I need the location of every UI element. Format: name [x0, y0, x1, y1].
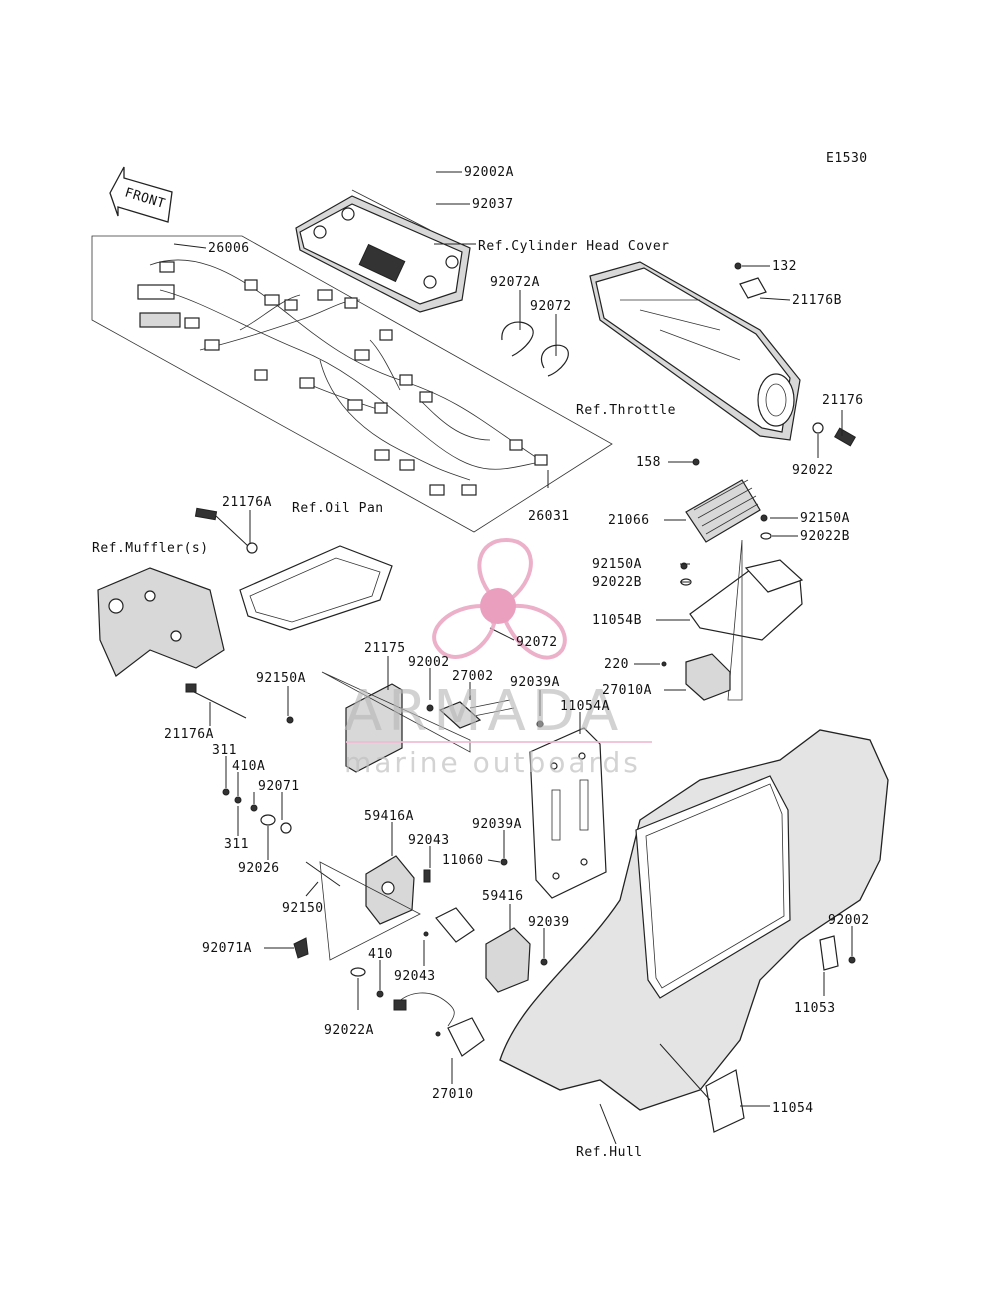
cylinder-head-cover [295, 189, 471, 313]
part-label-410: 410 [368, 947, 393, 962]
part-label-26006: 26006 [208, 241, 250, 256]
part-label-27002: 27002 [452, 669, 494, 684]
part-label-92071a: 92071A [202, 941, 252, 956]
throttle-body [589, 261, 801, 441]
part-label-21176b: 21176B [792, 293, 842, 308]
part-label-21175: 21175 [364, 641, 406, 656]
part-label-92022b-left: 92022B [592, 575, 642, 590]
part-label-92002-right: 92002 [828, 913, 870, 928]
part-label-92002a: 92002A [464, 165, 514, 180]
diagram-code: E1530 [826, 151, 868, 166]
part-label-92072-mid: 92072 [516, 635, 558, 650]
part-label-92037: 92037 [472, 197, 514, 212]
bracket-11054a [500, 727, 607, 899]
part-label-11060: 11060 [442, 853, 484, 868]
ecu-mount-59416a [319, 855, 475, 961]
part-label-27010a: 27010A [602, 683, 652, 698]
part-label-158: 158 [636, 455, 661, 470]
part-label-92150a-mid: 92150A [256, 671, 306, 686]
part-label-21176: 21176 [822, 393, 864, 408]
part-label-92043-bottom: 92043 [394, 969, 436, 984]
armada-watermark: ARMADA marine outboards [344, 537, 652, 779]
ref-throttle: Ref.Throttle [576, 403, 676, 418]
sensor-27010 [350, 967, 485, 1057]
part-label-92022: 92022 [792, 463, 834, 478]
part-label-92039a-top: 92039A [510, 675, 560, 690]
part-label-11054: 11054 [772, 1101, 814, 1116]
ref-hull: Ref.Hull [576, 1145, 643, 1160]
part-label-59416: 59416 [482, 889, 524, 904]
part-label-92039a-mid: 92039A [472, 817, 522, 832]
mounting-plate-21175 [286, 671, 471, 773]
part-label-92072-top: 92072 [530, 299, 572, 314]
propeller-blade-left [432, 603, 497, 659]
leader-lines [173, 171, 853, 1145]
part-label-92150: 92150 [282, 901, 324, 916]
part-label-27010: 27010 [432, 1087, 474, 1102]
hose-clamps [501, 321, 569, 377]
main-wiring-harness [137, 259, 548, 496]
harness-outline [91, 235, 613, 533]
ignition-coil-27002 [426, 699, 544, 729]
ref-oil-pan: Ref.Oil Pan [292, 501, 384, 516]
part-label-92022b-right: 92022B [800, 529, 850, 544]
part-label-92002-mid: 92002 [408, 655, 450, 670]
small-fasteners-left [222, 788, 341, 959]
ref-muffler: Ref.Muffler(s) [92, 541, 209, 556]
part-label-11054b: 11054B [592, 613, 642, 628]
part-label-92022a: 92022A [324, 1023, 374, 1038]
watermark-tagline: marine outboards [344, 746, 641, 779]
regulator-rectifier [685, 458, 772, 543]
part-label-311-top: 311 [212, 743, 237, 758]
bracket-11054b [680, 539, 804, 701]
ecu-59416 [485, 927, 548, 993]
sensor-group-right [734, 262, 856, 447]
part-label-11053: 11053 [794, 1001, 836, 1016]
part-label-59416a: 59416A [364, 809, 414, 824]
hull [499, 729, 889, 1133]
relay-27010a [661, 653, 731, 701]
part-label-92026: 92026 [238, 861, 280, 876]
part-label-92072a: 92072A [490, 275, 540, 290]
front-arrow-icon: FRONT [109, 166, 173, 223]
oil-pan [194, 507, 393, 631]
ref-cylinder-head-cover: Ref.Cylinder Head Cover [478, 239, 670, 254]
part-label-26031: 26031 [528, 509, 570, 524]
part-labels: 92002A 92037 26006 Ref.Cylinder Head Cov… [92, 165, 870, 1160]
part-label-410a: 410A [232, 759, 265, 774]
propeller-blade-top [477, 537, 533, 601]
part-label-21176a-bottom: 21176A [164, 727, 214, 742]
part-label-311-bottom: 311 [224, 837, 249, 852]
harness-connector-block-2 [139, 312, 181, 328]
part-label-132: 132 [772, 259, 797, 274]
part-label-92071: 92071 [258, 779, 300, 794]
propeller-blade-right [503, 603, 567, 660]
propeller-logo-icon [432, 537, 567, 660]
propeller-hub [480, 588, 516, 624]
part-label-92043-top: 92043 [408, 833, 450, 848]
part-label-220: 220 [604, 657, 629, 672]
part-label-21176a-top: 21176A [222, 495, 272, 510]
muffler [97, 567, 247, 719]
part-label-92039: 92039 [528, 915, 570, 930]
part-label-92150a-left: 92150A [592, 557, 642, 572]
part-label-92150a-right: 92150A [800, 511, 850, 526]
harness-connector-block-1 [137, 284, 175, 300]
part-label-21066: 21066 [608, 513, 650, 528]
watermark-brand: ARMADA [344, 679, 624, 744]
part-label-11054a: 11054A [560, 699, 610, 714]
